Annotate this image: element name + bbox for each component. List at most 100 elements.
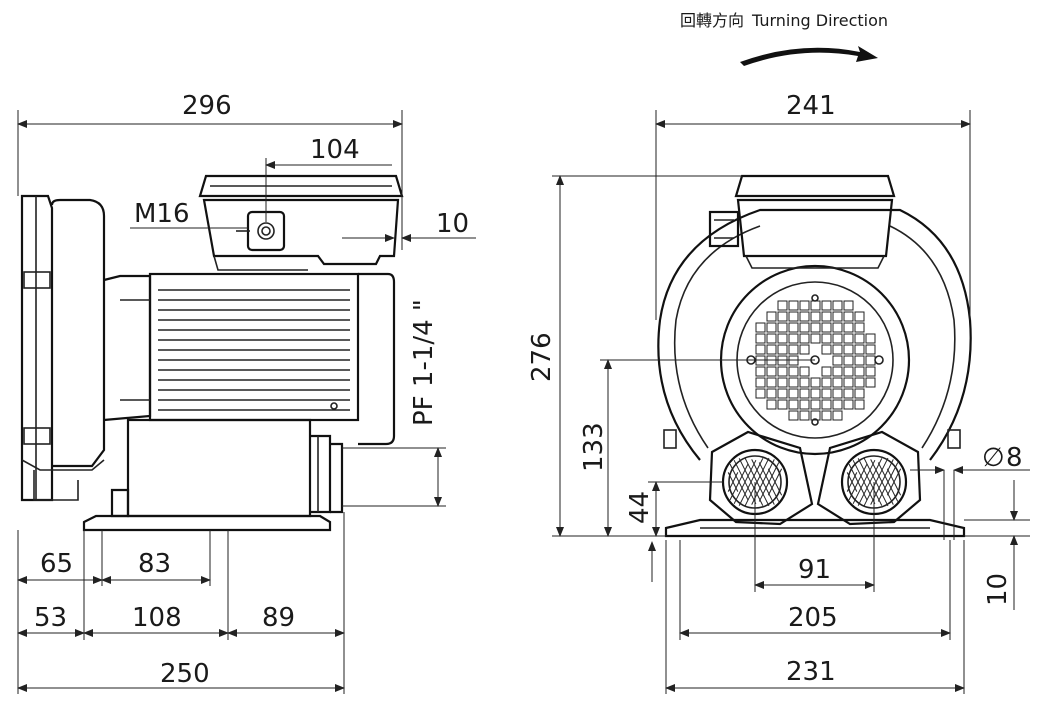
grille-cell [766,388,777,399]
grille-cell [832,366,843,377]
grille-cell [821,344,832,355]
grille-cell [766,344,777,355]
side-base [82,514,332,532]
grille-cell [755,333,766,344]
dim-base-a: 65 [40,549,73,579]
front-fan-cover [719,264,911,456]
dim-center-height: 133 [579,422,609,472]
grille-cell [843,300,854,311]
grille-cell [755,388,766,399]
port-mesh-line [857,458,883,506]
dim-base-c: 53 [34,603,67,633]
grille-cell [799,322,810,333]
dim-width-top: 241 [786,91,836,121]
grille-cell [755,377,766,388]
grille-cell [788,388,799,399]
grille-cell [832,311,843,322]
grille-cell [777,344,788,355]
grille-cell [799,300,810,311]
grille-cell [788,311,799,322]
side-port [110,418,344,518]
port-mesh-line [877,462,899,502]
dim-port-height: 44 [625,491,655,524]
grille-cell [821,399,832,410]
grille-cell [766,322,777,333]
front-housing [657,208,972,461]
grille-cell [799,388,810,399]
dim-base-b: 83 [138,549,171,579]
grille-cell [788,377,799,388]
grille-cell [766,311,777,322]
grille-cell [865,377,876,388]
grille-cell [821,333,832,344]
dim-base-thickness: 10 [983,573,1013,606]
port-mesh-line [733,459,757,505]
grille-cell [810,377,821,388]
dim-box-offset: 104 [310,135,360,165]
front-view: 241 276 133 44 ∅ 8 91 [527,91,1030,694]
grille-cell [777,333,788,344]
grille-cell [810,322,821,333]
grille-cell [865,333,876,344]
grille-cell [755,366,766,377]
grille-cell [854,388,865,399]
grille-cell [810,410,821,421]
grille-cell [832,322,843,333]
port-mesh-line [767,468,783,496]
grille-cell [755,322,766,333]
grille-cell [832,344,843,355]
grille-cell [821,366,832,377]
grille-cell [788,366,799,377]
grille-cell [821,300,832,311]
dim-hole-dia-symbol: ∅ [982,443,1005,473]
grille-cell [788,344,799,355]
grille-cell [766,333,777,344]
direction-label-cn: 回轉方向 [680,11,744,30]
port-mesh-line [744,457,770,507]
dim-box-overhang: 10 [436,209,469,239]
dim-base-e: 89 [262,603,295,633]
grille-cell [777,300,788,311]
grille-cell [777,388,788,399]
grille-cell [777,377,788,388]
grille-cell [799,399,810,410]
grille-cell [788,300,799,311]
grille-cell [832,355,843,366]
grille-cell [777,322,788,333]
dim-base-width: 231 [786,657,836,687]
grille-cell [821,311,832,322]
port-mesh-line [886,468,902,496]
grille-cell [799,311,810,322]
grille-cell [854,366,865,377]
grille-cell [865,344,876,355]
grille-cell [821,410,832,421]
side-dimensions: 296 104 10 M16 PF 1-1/4 " 65 83 [17,91,476,694]
grille-cell [821,322,832,333]
front-ports [708,430,922,526]
direction-label-en: Turning Direction [751,11,888,30]
turning-direction-arrow-icon [740,46,878,66]
front-dimensions: 241 276 133 44 ∅ 8 91 [527,91,1030,694]
grille-cell [832,399,843,410]
grille-cell [843,366,854,377]
grille-cell [821,388,832,399]
grille-cell [854,322,865,333]
grille-cell [799,410,810,421]
grille-cell [843,333,854,344]
port-mesh-line [863,457,889,507]
port-mesh-line [758,462,780,502]
grille-cell [766,366,777,377]
grille-cell [799,344,810,355]
grille-cell [854,344,865,355]
grille-cell [810,300,821,311]
grille-cell [865,355,876,366]
grille-cell [843,355,854,366]
grille-cell [810,311,821,322]
grille-cell [799,333,810,344]
side-housing [20,194,106,502]
front-terminal-box [708,174,896,269]
grille-cell [788,410,799,421]
grille-cell [788,333,799,344]
